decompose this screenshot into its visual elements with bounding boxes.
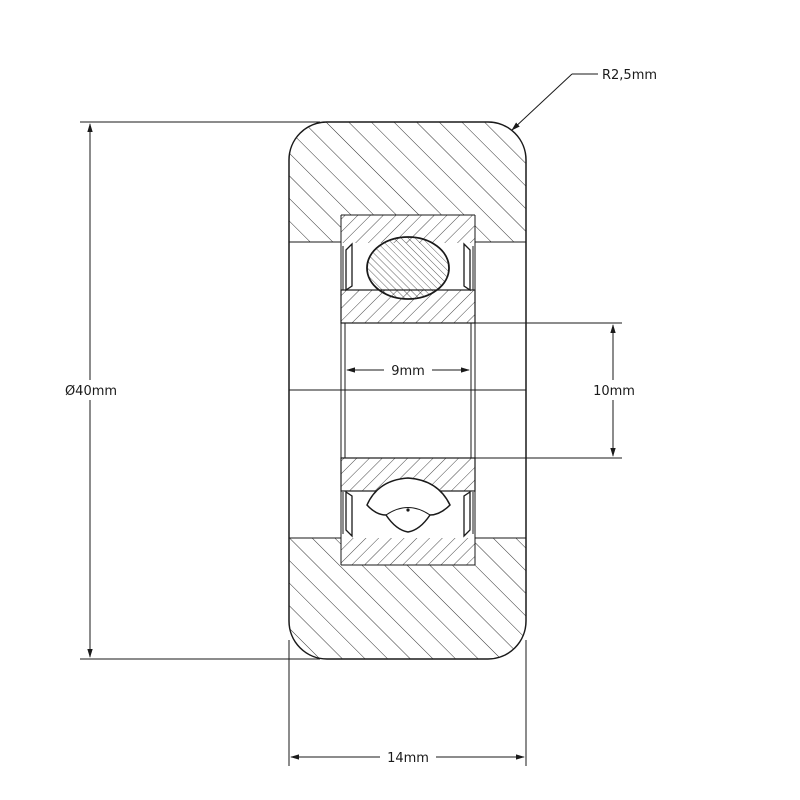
ball-top [366, 236, 450, 300]
seal-bottom-right [463, 490, 474, 538]
width-label: 14mm [387, 751, 429, 766]
inner-width-label: 9mm [391, 364, 425, 379]
seal-top-right [463, 242, 474, 292]
section-lines [289, 214, 526, 566]
dimension-width: 14mm [288, 640, 527, 766]
dimension-radius: R2,5mm [511, 68, 657, 131]
dimension-bore: 10mm [475, 322, 640, 459]
dimension-outer-diameter: Ø40mm [55, 121, 320, 660]
seal-top-left [342, 242, 353, 292]
seal-bottom-left [342, 490, 353, 538]
radius-label: R2,5mm [602, 68, 657, 83]
dimension-inner-width: 9mm [346, 361, 470, 379]
ball-bottom [366, 477, 451, 533]
outer-diameter-label: Ø40mm [65, 384, 117, 399]
bore-label: 10mm [593, 384, 635, 399]
